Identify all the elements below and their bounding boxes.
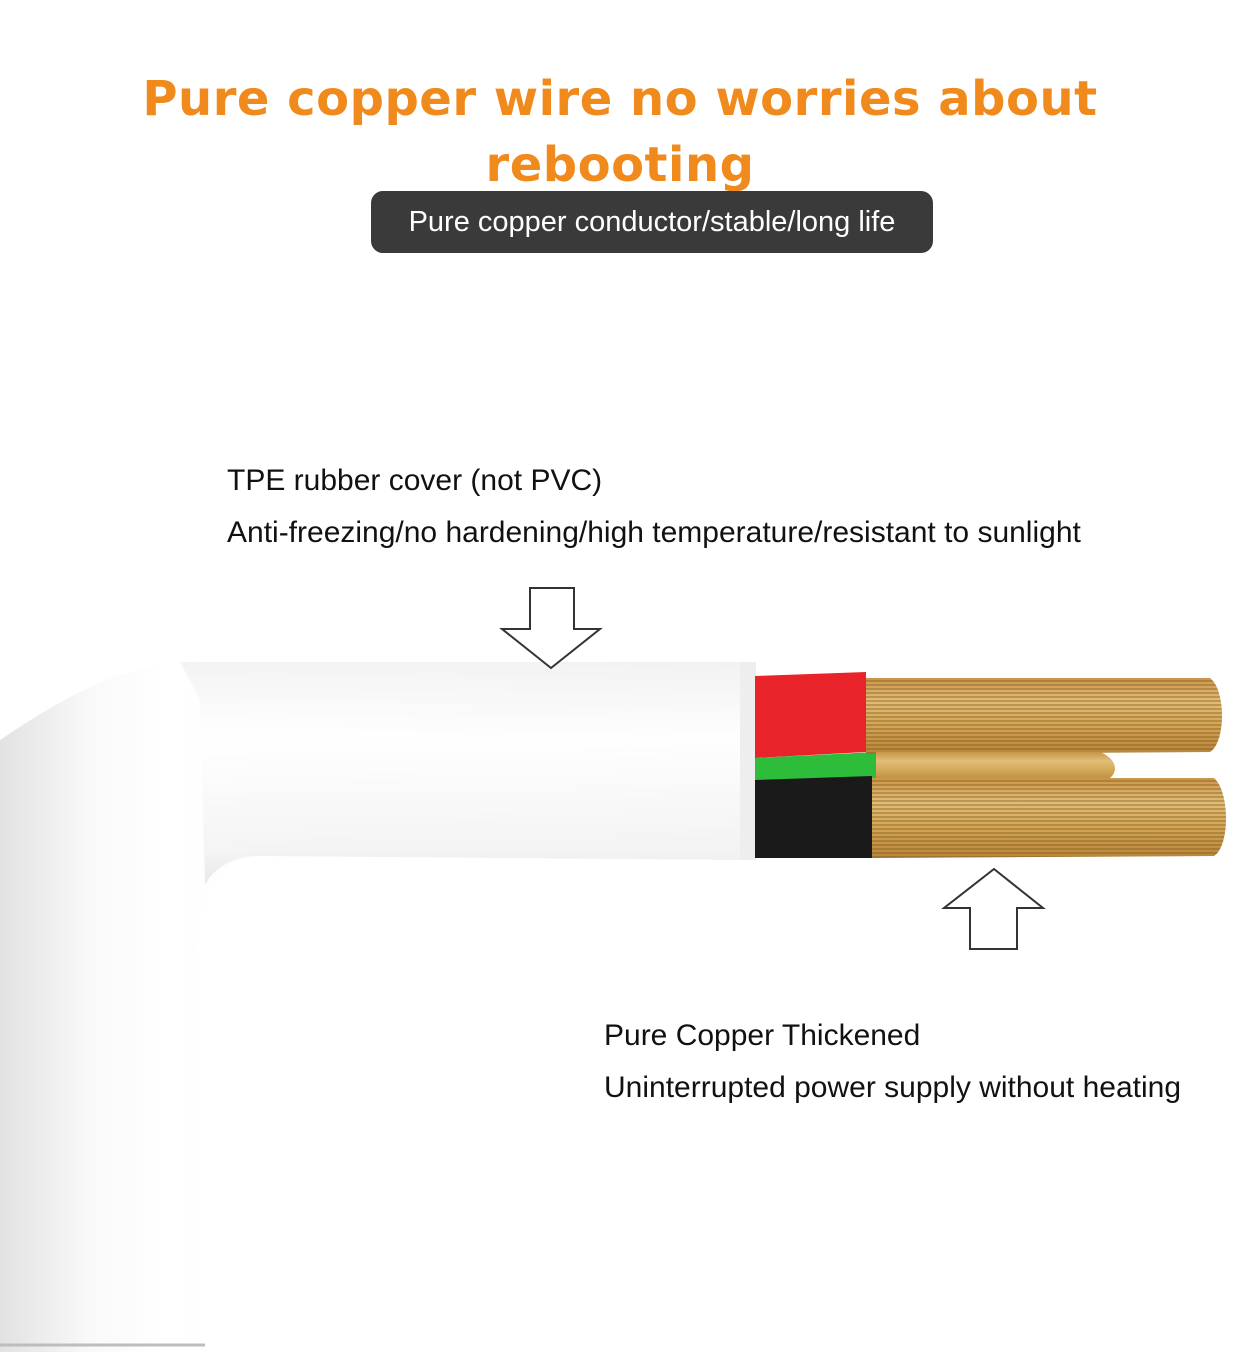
- insulated-cores: [755, 672, 876, 858]
- cover-caption: TPE rubber cover (not PVC) Anti-freezing…: [227, 455, 1081, 559]
- copper-conductors: [866, 678, 1226, 858]
- red-insulation: [755, 672, 866, 758]
- green-insulation: [755, 752, 876, 782]
- black-insulation: [755, 776, 872, 858]
- feature-pill-label: Pure copper conductor/stable/long life: [408, 205, 896, 238]
- cover-caption-title: TPE rubber cover (not PVC): [227, 464, 603, 497]
- down-arrow-icon: [499, 587, 603, 670]
- core-caption-detail: Uninterrupted power supply without heati…: [604, 1071, 1182, 1104]
- headline: Pure copper wire no worries about reboot…: [142, 71, 1098, 193]
- cover-caption-detail: Anti-freezing/no hardening/high temperat…: [227, 516, 1081, 549]
- feature-pill: Pure copper conductor/stable/long life: [371, 191, 933, 253]
- core-caption: Pure Copper Thickened Uninterrupted powe…: [604, 1010, 1181, 1114]
- up-arrow-icon: [941, 867, 1046, 950]
- core-caption-title: Pure Copper Thickened: [604, 1019, 921, 1052]
- cable-jacket: [0, 662, 756, 1352]
